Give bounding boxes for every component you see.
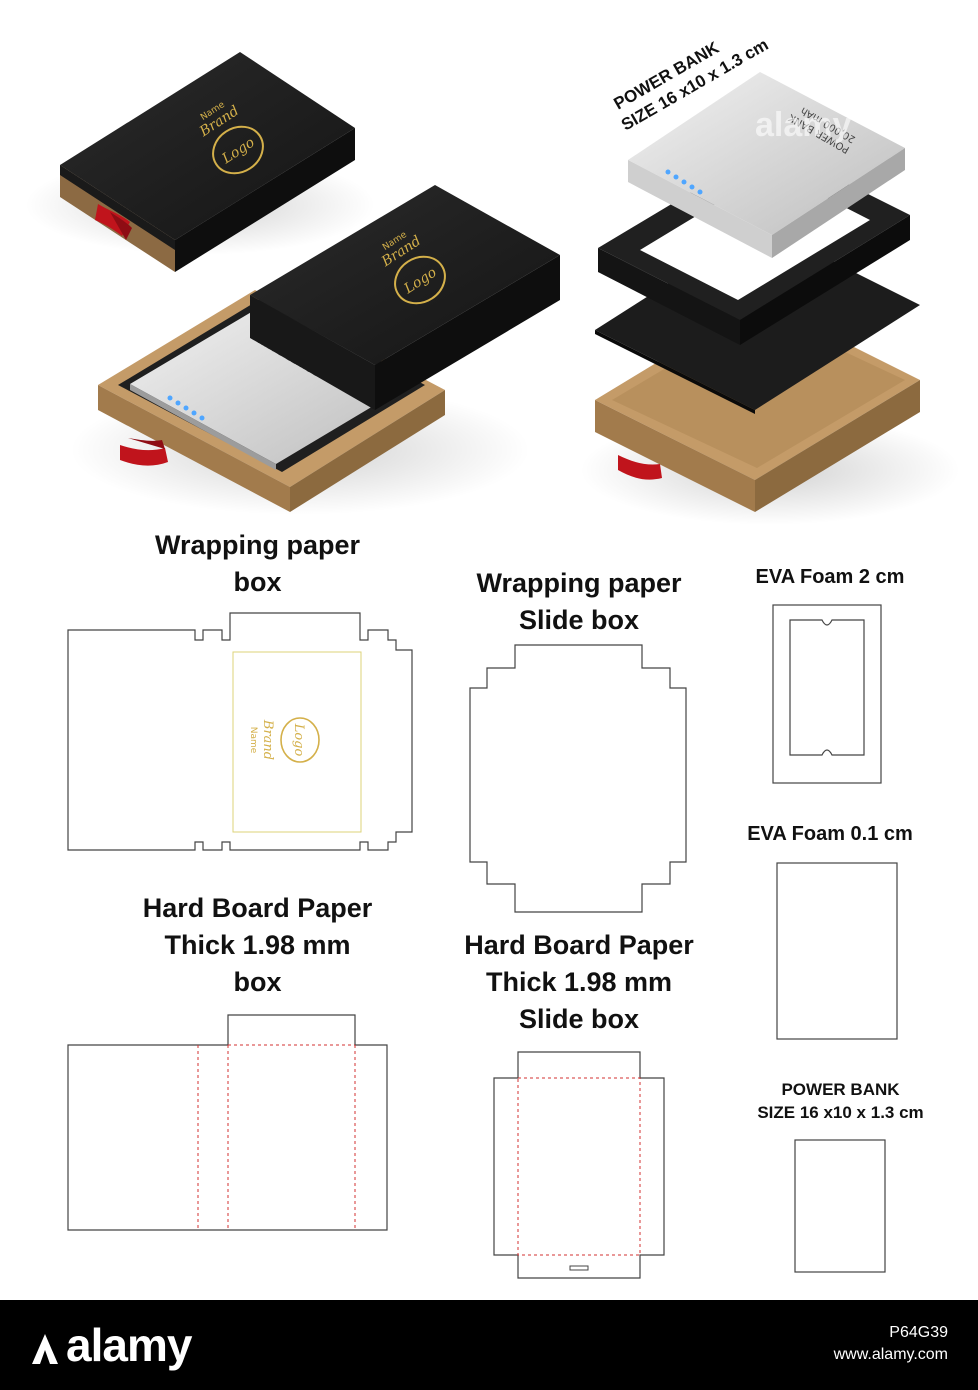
- stock-info: P64G39 www.alamy.com: [834, 1322, 948, 1366]
- dieline-logo-text: Logo: [291, 723, 306, 757]
- dieline-hard-board-slide-box: [493, 1051, 665, 1279]
- closed-box-illustration: Logo Brand Name: [25, 52, 375, 272]
- label-eva-foam-2cm: EVA Foam 2 cm: [755, 566, 905, 588]
- label-eva-foam-01cm: EVA Foam 0.1 cm: [747, 823, 913, 845]
- label-wrapping-paper-box: Wrapping paper box: [154, 530, 361, 597]
- stock-logo[interactable]: alamy: [30, 1318, 192, 1372]
- label-hard-board-slide-box: Hard Board Paper Thick 1.98 mm Slide box: [464, 930, 694, 1034]
- dieline-wrapping-slide-box: [469, 644, 687, 913]
- dieline-name-text: Name: [248, 727, 258, 754]
- stock-logo-icon: [32, 1333, 58, 1364]
- stock-footer-bar: alamy P64G39 www.alamy.com: [0, 1300, 978, 1390]
- image-id: P64G39: [889, 1324, 948, 1341]
- stock-site-link[interactable]: www.alamy.com: [833, 1346, 948, 1363]
- dieline-eva-foam-2cm: [772, 604, 882, 784]
- packaging-artwork: Logo Brand Name POWER BANK 20,000 mAh: [25, 35, 960, 1279]
- label-hard-board-box: Hard Board Paper Thick 1.98 mm box: [142, 893, 373, 997]
- dieline-power-bank: [794, 1139, 886, 1273]
- stock-logo-text: alamy: [66, 1319, 192, 1371]
- dieline-eva-foam-01cm: [776, 862, 898, 1040]
- watermark-text: alamy: [755, 106, 851, 144]
- exploded-view-illustration: POWER BANK 20,000 mAh POWER BANK SIZE 16…: [580, 35, 960, 525]
- open-slide-box-illustration: POWER BANK 20,000 mAh Logo Brand Name: [70, 185, 560, 515]
- dieline-hard-board-box: [67, 1014, 388, 1231]
- label-wrapping-paper-slide-box: Wrapping paper Slide box: [476, 568, 682, 635]
- dieline-wrapping-box: Logo Brand Name: [67, 612, 413, 851]
- dieline-brand-text: Brand: [260, 719, 275, 760]
- label-power-bank-size: POWER BANK SIZE 16 x10 x 1.3 cm: [757, 1080, 924, 1122]
